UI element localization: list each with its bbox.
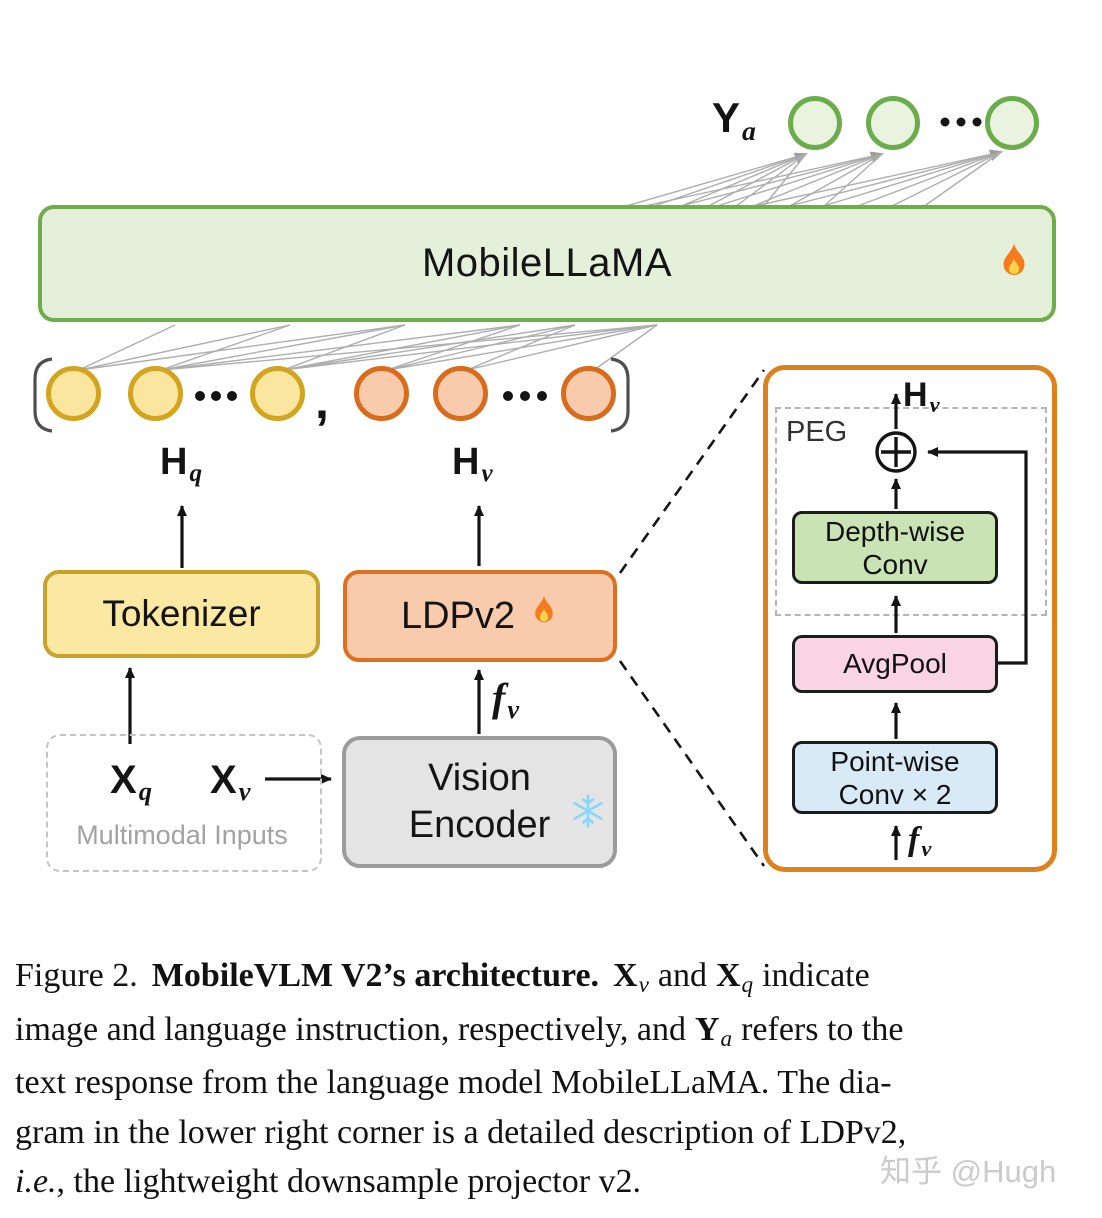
caption-ya-sub: a: [720, 1025, 733, 1052]
panel-hv-subscript: v: [929, 392, 940, 418]
caption-line2-text: image and language instruction, respecti…: [15, 1010, 686, 1048]
output-token: [985, 96, 1039, 150]
output-token: [866, 96, 920, 150]
multimodal-inputs-box: [46, 734, 322, 872]
caption-ie: i.e.: [15, 1163, 57, 1200]
panel-hv-var: H: [903, 376, 928, 414]
xq-subscript: q: [138, 776, 152, 807]
xv-subscript: v: [238, 776, 251, 807]
output-label: Ya: [712, 94, 756, 146]
caption-bold-title: MobileVLM V2’s architecture.: [151, 957, 600, 994]
panel-fv-var: f: [908, 821, 920, 858]
caption-line5-rest: , the lightweight downsample projector v…: [56, 1163, 642, 1200]
image-token: [354, 366, 409, 421]
text-token: [250, 366, 305, 421]
image-token: [433, 366, 488, 421]
pointwise-label-line2: Conv × 2: [838, 778, 952, 810]
avgpool-box: AvgPool: [792, 635, 998, 693]
caption-and: and: [657, 957, 707, 994]
caption-figure-number: Figure 2.: [15, 957, 138, 994]
vision-encoder-label-line2: Encoder: [408, 804, 551, 846]
caption-ya-var: Y: [694, 1010, 720, 1048]
hv-var: H: [452, 441, 480, 483]
flame-icon: [996, 241, 1032, 286]
fv-label: fv: [492, 674, 520, 725]
hq-var: H: [160, 441, 188, 483]
xv-label: Xv: [210, 758, 251, 807]
text-token: [46, 366, 101, 421]
output-var: Y: [712, 94, 741, 141]
ldpv2-label: LDPv2: [400, 594, 516, 637]
pointwise-conv-box: Point-wise Conv × 2: [792, 741, 998, 814]
caption-xv-sub: v: [638, 972, 649, 998]
panel-hv-label: Hv: [903, 376, 940, 418]
caption-line-4: gram in the lower right corner is a deta…: [15, 1113, 907, 1151]
caption-xv-var: X: [613, 957, 638, 994]
panel-fv-label: fv: [908, 820, 932, 862]
snowflake-icon: [569, 792, 607, 842]
watermark: 知乎 @Hugh: [880, 1154, 1057, 1189]
output-token: [788, 96, 842, 150]
fv-var: f: [492, 675, 506, 720]
mobilellama-label: MobileLLaMA: [421, 241, 673, 285]
tokenizer-box: Tokenizer: [43, 570, 320, 658]
caption-indicate: indicate: [762, 957, 870, 994]
hq-subscript: q: [189, 460, 202, 488]
avgpool-label: AvgPool: [843, 648, 947, 679]
ldpv2-box: LDPv2: [343, 570, 617, 662]
tokenizer-label: Tokenizer: [102, 593, 261, 634]
fv-subscript: v: [507, 694, 520, 725]
vision-encoder-label-line1: Vision: [428, 757, 531, 799]
peg-dashed-box: [775, 407, 1047, 616]
output-subscript: a: [742, 114, 756, 146]
hv-label: Hv: [452, 441, 493, 488]
xq-label: Xq: [110, 758, 152, 807]
caption-xq-var: X: [715, 957, 741, 994]
depthwise-conv-box: Depth-wise Conv: [792, 511, 998, 584]
hq-label: Hq: [160, 441, 202, 488]
caption-line-5: i.e., the lightweight downsample project…: [15, 1157, 1089, 1207]
image-token: [561, 366, 616, 421]
depthwise-label-line2: Conv: [862, 548, 928, 580]
caption-line-2: image and language instruction, respecti…: [15, 1005, 1089, 1059]
pointwise-label-line1: Point-wise: [830, 745, 960, 777]
peg-label: PEG: [786, 416, 848, 448]
xv-var: X: [210, 758, 237, 802]
depthwise-label-line1: Depth-wise: [824, 515, 966, 547]
multimodal-inputs-label: Multimodal Inputs: [76, 820, 288, 850]
panel-fv-subscript: v: [921, 836, 932, 862]
caption-xq-sub: q: [741, 972, 754, 998]
token-separator: ,: [315, 373, 329, 429]
vision-encoder-box: Vision Encoder: [342, 736, 617, 868]
xq-var: X: [110, 758, 137, 802]
flame-icon: [529, 594, 559, 638]
mobilellama-box: MobileLLaMA: [38, 205, 1056, 322]
text-token: [128, 366, 183, 421]
caption-line2-post: refers to the: [741, 1010, 904, 1048]
hv-subscript: v: [481, 460, 493, 488]
caption-line-3: text response from the language model Mo…: [15, 1064, 892, 1101]
